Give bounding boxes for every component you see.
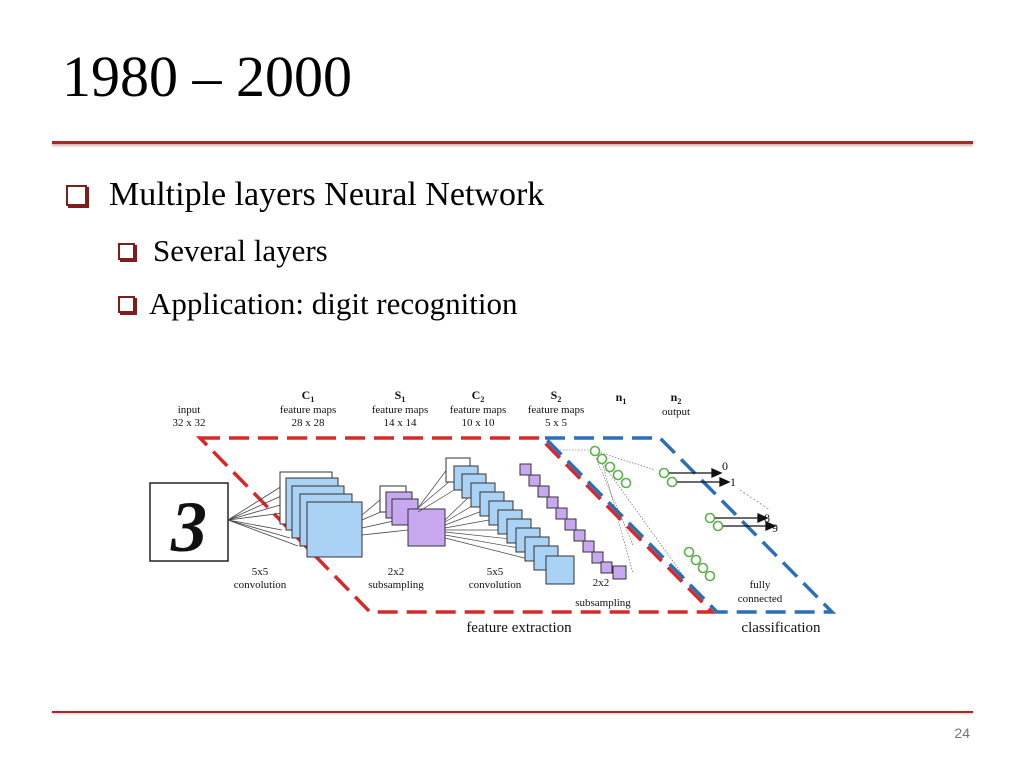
output-label-0: 0 (722, 459, 728, 473)
output-label-8: 8 (764, 511, 770, 525)
c1-size: 28 x 28 (292, 417, 326, 429)
checkbox-bullet-icon (118, 295, 135, 313)
n2-neurons (658, 467, 724, 532)
input-image (149, 482, 229, 562)
sub2-size: 2x2 (593, 577, 610, 589)
cnn-diagram-svg: input 32 x 32 C1 feature maps 28 x 28 S1… (149, 388, 837, 636)
checkbox-bullet-icon (66, 184, 87, 206)
input-label: input (178, 404, 201, 416)
sub-bullet-item: Several layers (118, 233, 328, 269)
conv2-size: 5x5 (487, 566, 504, 578)
bullet-text: Multiple layers Neural Network (109, 176, 545, 213)
s1-label: S1 (395, 388, 406, 404)
c1-caption: feature maps (280, 404, 337, 416)
s2-size: 5 x 5 (545, 417, 568, 429)
sub1-caption: subsampling (368, 579, 424, 591)
s1-size: 14 x 14 (384, 417, 418, 429)
fc-line1: fully (750, 579, 771, 591)
checkbox-bullet-icon (118, 242, 135, 260)
feature-extraction-label: feature extraction (466, 620, 572, 636)
sub2-caption: subsampling (575, 597, 631, 609)
output-label-1: 1 (730, 475, 736, 489)
c2-caption: feature maps (450, 404, 507, 416)
sub-bullet-item: Application: digit recognition (118, 286, 518, 322)
n2-caption: output (662, 406, 690, 418)
n1-neurons (589, 445, 716, 582)
conv2-caption: convolution (469, 579, 522, 591)
bullet-item: Multiple layers Neural Network (66, 176, 544, 214)
input-digit: 3 (170, 487, 207, 567)
feature-extraction-region (195, 436, 717, 614)
cnn-architecture-diagram: input 32 x 32 C1 feature maps 28 x 28 S1… (140, 380, 850, 650)
c1-label: C1 (302, 388, 315, 404)
c2-size: 10 x 10 (462, 417, 496, 429)
sub1-size: 2x2 (388, 566, 405, 578)
s1-caption: feature maps (372, 404, 429, 416)
conv1-size: 5x5 (252, 566, 269, 578)
classification-region (540, 436, 837, 614)
sub-bullet-text: Application: digit recognition (149, 286, 518, 321)
s2-feature-maps (519, 463, 627, 580)
title-divider (52, 141, 973, 144)
s2-caption: feature maps (528, 404, 585, 416)
sub-bullet-text: Several layers (153, 233, 328, 268)
s2-label: S2 (551, 388, 562, 404)
fc-line2: connected (738, 593, 783, 605)
output-label-9: 9 (772, 521, 778, 535)
conv1-caption: convolution (234, 579, 287, 591)
n2-label: n2 (671, 390, 682, 406)
slide-title: 1980 – 2000 (62, 44, 352, 109)
footer-divider (52, 711, 973, 713)
classification-label: classification (741, 620, 821, 636)
page-number: 24 (954, 725, 970, 741)
c2-label: C2 (472, 388, 485, 404)
c2-feature-maps (445, 457, 575, 585)
input-size: 32 x 32 (173, 417, 206, 429)
n1-label: n1 (616, 390, 627, 406)
